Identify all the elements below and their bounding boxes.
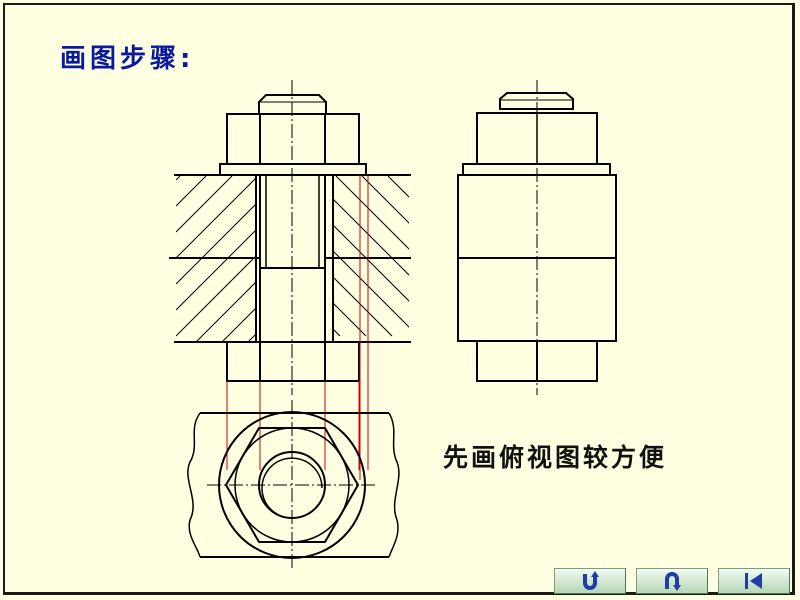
navigation-bar	[554, 568, 790, 594]
side-view	[457, 80, 617, 395]
plate-hatching-left	[176, 176, 256, 341]
front-view	[169, 80, 411, 395]
slide-frame	[3, 3, 795, 595]
plate-hatching-right	[333, 176, 409, 337]
return-button[interactable]	[554, 568, 626, 594]
return-icon	[583, 571, 599, 590]
slide-title: 画图步骤:	[60, 44, 195, 74]
back-icon	[665, 572, 681, 591]
first-page-button[interactable]	[718, 568, 790, 594]
top-view	[187, 400, 400, 570]
back-button[interactable]	[636, 568, 708, 594]
projection-lines	[226, 175, 369, 480]
instruction-note: 先画俯视图较方便	[443, 443, 668, 472]
first-page-icon	[745, 573, 762, 589]
